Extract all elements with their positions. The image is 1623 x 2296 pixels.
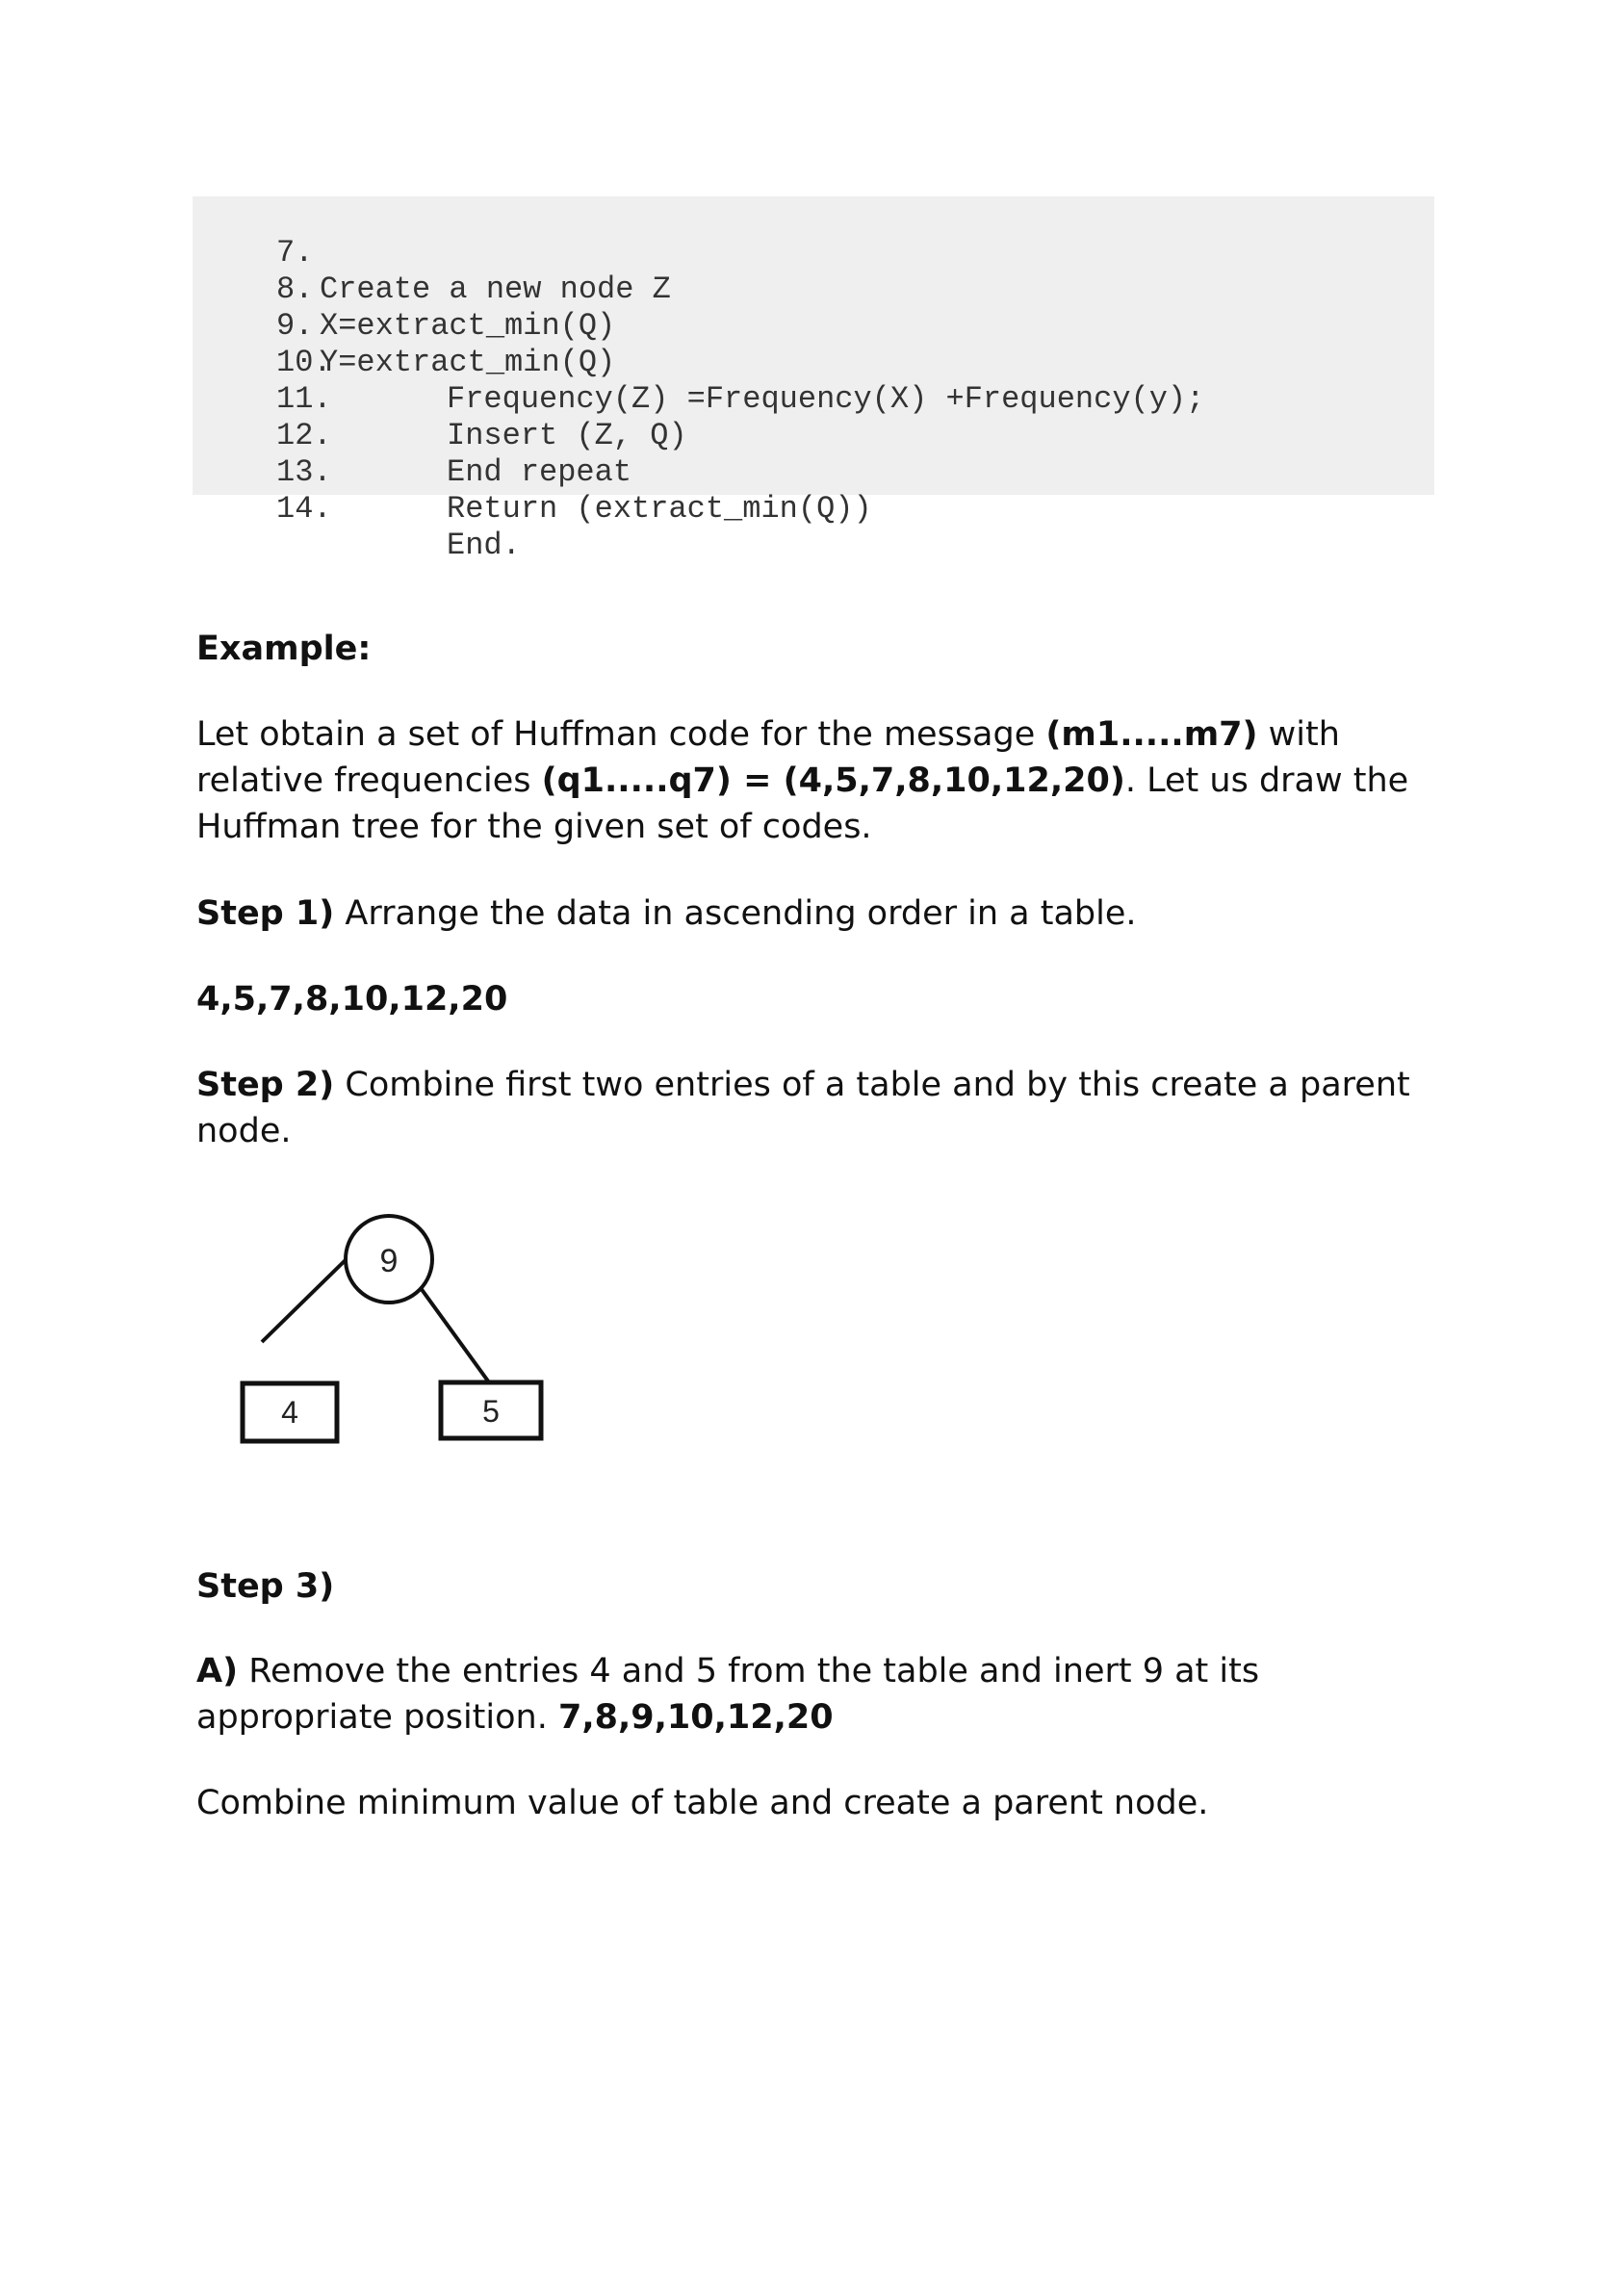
code-line-text: End repeat — [447, 454, 632, 490]
code-line-number: 9. — [276, 308, 314, 344]
code-line: 11. Insert (Z, Q) — [193, 345, 687, 453]
code-line-text: Frequency(Z) =Frequency(X) +Frequency(y)… — [447, 381, 1205, 417]
tree-leaf-left-label: 4 — [281, 1395, 298, 1430]
code-line-text: Insert (Z, Q) — [447, 418, 687, 453]
code-line-number: 12. — [276, 418, 332, 453]
step3-label: Step 3) — [196, 1567, 335, 1606]
step3a-label: A) — [196, 1652, 239, 1690]
tree-edge-left — [260, 1248, 358, 1344]
step1-paragraph: Step 1) Arrange the data in ascending or… — [196, 890, 1448, 937]
step3a-text: Remove the entries 4 and 5 from the tabl… — [196, 1652, 1260, 1737]
intro-frequencies: (q1.....q7) = (4,5,7,8,10,12,20) — [541, 761, 1125, 800]
code-listing: 7. Create a new node Z 8. X=extract_min(… — [193, 196, 1434, 563]
combine-paragraph: Combine minimum value of table and creat… — [196, 1784, 1209, 1822]
code-line: 10. Frequency(Z) =Frequency(X) +Frequenc… — [193, 308, 1204, 417]
tree-leaf-right-label: 5 — [482, 1394, 500, 1429]
code-line: 7. Create a new node Z — [193, 198, 671, 307]
intro-paragraph: Let obtain a set of Huffman code for the… — [196, 711, 1448, 850]
code-line: 14. End. — [193, 454, 521, 563]
code-line: 13. Return (extract_min(Q)) — [193, 418, 872, 527]
code-line-text: Y=extract_min(Q) — [320, 345, 616, 380]
intro-text-part3: . Let us draw the Huffman tree for the g… — [196, 761, 1409, 846]
code-line-text: Return (extract_min(Q)) — [447, 491, 872, 527]
code-line-number: 8. — [276, 271, 314, 307]
code-line: 9. Y=extract_min(Q) — [193, 271, 615, 380]
intro-text-part2: with relative frequencies — [196, 715, 1340, 800]
step3a-paragraph: A) Remove the entries 4 and 5 from the t… — [196, 1648, 1448, 1741]
code-line-number: 10. — [276, 345, 332, 380]
intro-text-part1: Let obtain a set of Huffman code for the… — [196, 715, 1046, 754]
step3a-data: 7,8,9,10,12,20 — [557, 1698, 834, 1737]
code-line-number: 14. — [276, 491, 332, 527]
code-line-number: 13. — [276, 454, 332, 490]
step2-label: Step 2) — [196, 1066, 335, 1104]
huffman-tree-diagram: 9 4 5 — [240, 1214, 544, 1444]
step2-paragraph: Step 2) Combine first two entries of a t… — [196, 1062, 1448, 1154]
example-heading: Example: — [196, 630, 372, 668]
step1-label: Step 1) — [196, 894, 335, 933]
code-line-number: 7. — [276, 235, 314, 271]
code-line-text: End. — [447, 528, 521, 563]
tree-root-node — [344, 1214, 434, 1304]
tree-root-label: 9 — [380, 1243, 399, 1279]
code-line-text: X=extract_min(Q) — [320, 308, 616, 344]
tree-leaf-right — [438, 1380, 544, 1441]
sorted-data: 4,5,7,8,10,12,20 — [196, 980, 508, 1019]
step2-text: Combine first two entries of a table and… — [196, 1066, 1410, 1150]
code-line-number: 11. — [276, 381, 332, 417]
code-line: 8. X=extract_min(Q) — [193, 235, 615, 344]
step1-text: Arrange the data in ascending order in a… — [334, 894, 1137, 933]
code-line: 12. End repeat — [193, 381, 631, 490]
code-line-text: Create a new node Z — [320, 271, 671, 307]
tree-leaf-left — [240, 1380, 340, 1444]
intro-message-range: (m1.....m7) — [1045, 715, 1258, 754]
